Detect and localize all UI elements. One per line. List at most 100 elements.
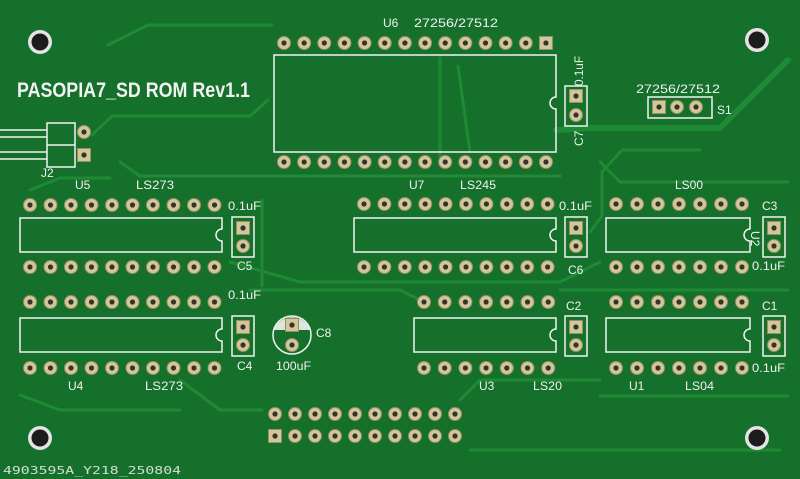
c2-ref: C2 (566, 299, 582, 313)
u3-top-pad-6 (520, 295, 535, 309)
pad-drill-hole (503, 40, 509, 46)
mounting-hole-icon (28, 30, 52, 54)
c3-pad-1 (767, 221, 781, 235)
pad-drill-hole (170, 299, 177, 305)
u4-top-pad-6 (125, 295, 140, 309)
u6-outline (273, 54, 557, 153)
u5-top-pad-4 (84, 198, 99, 212)
pad-drill-hole (462, 365, 468, 371)
pad-drill-hole (697, 299, 703, 305)
pad-drill-hole (504, 299, 510, 305)
u5-top-pad-3 (64, 198, 78, 212)
pad-drill-hole (543, 40, 549, 46)
u3-bottom-pad-5 (499, 361, 514, 375)
pad-drill-hole (47, 299, 54, 305)
u3-bottom-pad-7 (541, 361, 556, 375)
u5-bottom-pad-3 (64, 260, 78, 274)
pad-drill-hole (613, 201, 619, 207)
u6-bottom-pad-4 (337, 155, 352, 169)
pad-drill-hole (341, 40, 348, 46)
pad-drill-hole (676, 264, 682, 270)
c3-value: 0.1uF (752, 259, 785, 273)
pad-drill-hole (372, 433, 378, 439)
connector-bottom-pad-3 (308, 429, 322, 443)
u7-bottom-pad-3 (397, 260, 412, 274)
c6-value: 0.1uF (559, 199, 592, 213)
pad-drill-hole (211, 299, 218, 305)
pad-drill-hole (718, 201, 724, 207)
pad-drill-hole (442, 365, 448, 371)
pad-drill-hole (739, 365, 745, 371)
c6-outline (564, 216, 588, 258)
u2-bottom-pad-2 (630, 260, 644, 274)
pad-drill-hole (88, 365, 95, 371)
pad-drill-hole (109, 202, 115, 208)
pad-drill-hole (482, 40, 489, 46)
u6-bottom-pad-14 (538, 155, 553, 169)
c7-value: 0.1uF (572, 56, 586, 86)
pad-drill-hole (613, 299, 619, 305)
u1-top-pad-4 (672, 295, 686, 309)
trace (18, 393, 182, 412)
u6-bottom-pad-7 (397, 155, 412, 169)
trace (90, 98, 270, 137)
c6-ref: C6 (568, 263, 584, 277)
c7-ref: C7 (572, 130, 586, 146)
pad-drill-hole (81, 152, 87, 158)
pad-drill-hole (718, 264, 724, 270)
pad-drill-hole (312, 411, 318, 417)
c7-outline (564, 85, 588, 127)
u6-bottom-pad-12 (498, 155, 513, 169)
pad-drill-hole (483, 365, 489, 371)
pad-drill-hole (655, 365, 661, 371)
pad-drill-hole (739, 201, 745, 207)
u5-bottom-pad-9 (187, 260, 201, 274)
u7-top-pad-4 (418, 197, 433, 211)
pad-drill-hole (634, 299, 640, 305)
pad-drill-hole (524, 365, 531, 371)
u6-bottom-pad-3 (317, 155, 332, 169)
u2-top-pad-4 (672, 197, 686, 211)
pad-drill-hole (771, 324, 777, 330)
c5-pad-2 (236, 239, 250, 253)
u7-bottom-pad-4 (418, 260, 433, 274)
pad-drill-hole (524, 201, 530, 207)
u4-bottom-pad-6 (125, 361, 140, 375)
pad-drill-hole (170, 202, 177, 208)
board-serial: 4903595A_Y218_250804 (3, 464, 182, 477)
u6-bottom-pad-9 (438, 155, 453, 169)
u5-bottom-pad-4 (84, 260, 99, 274)
pad-drill-hole (412, 411, 418, 417)
u4-bottom-pad-10 (207, 361, 222, 375)
u3-ref: U3 (479, 379, 495, 393)
c5-pad-1 (236, 221, 250, 235)
u3-top-pad-1 (417, 295, 431, 309)
c7-pad-1 (569, 89, 583, 103)
pad-drill-hole (524, 299, 531, 305)
u4-bottom-pad-3 (64, 361, 78, 375)
u5-top-pad-10 (207, 198, 222, 212)
pad-drill-hole (483, 299, 489, 305)
u6-bottom-pad-11 (478, 155, 493, 169)
pad-drill-hole (240, 342, 246, 348)
c5-outline (231, 216, 255, 258)
u2-bottom-pad-1 (609, 260, 623, 274)
u1-top-pad-7 (735, 295, 749, 309)
pad-drill-hole (191, 299, 197, 305)
c2-pad-2 (569, 338, 583, 352)
pad-drill-hole (545, 299, 551, 305)
pad-drill-hole (442, 299, 448, 305)
pad-drill-hole (655, 264, 661, 270)
u4-top-pad-4 (84, 295, 99, 309)
u7-bottom-pad-5 (438, 260, 453, 274)
u4-bottom-pad-1 (23, 361, 37, 375)
pad-drill-hole (452, 411, 458, 417)
pad-drill-hole (361, 264, 367, 270)
pad-drill-hole (421, 365, 427, 371)
u7-top-pad-1 (357, 197, 371, 211)
pad-drill-hole (402, 159, 408, 165)
pad-drill-hole (129, 202, 136, 208)
c1-pad-2 (767, 338, 781, 352)
pad-drill-hole (129, 264, 136, 270)
pad-drill-hole (332, 411, 338, 417)
